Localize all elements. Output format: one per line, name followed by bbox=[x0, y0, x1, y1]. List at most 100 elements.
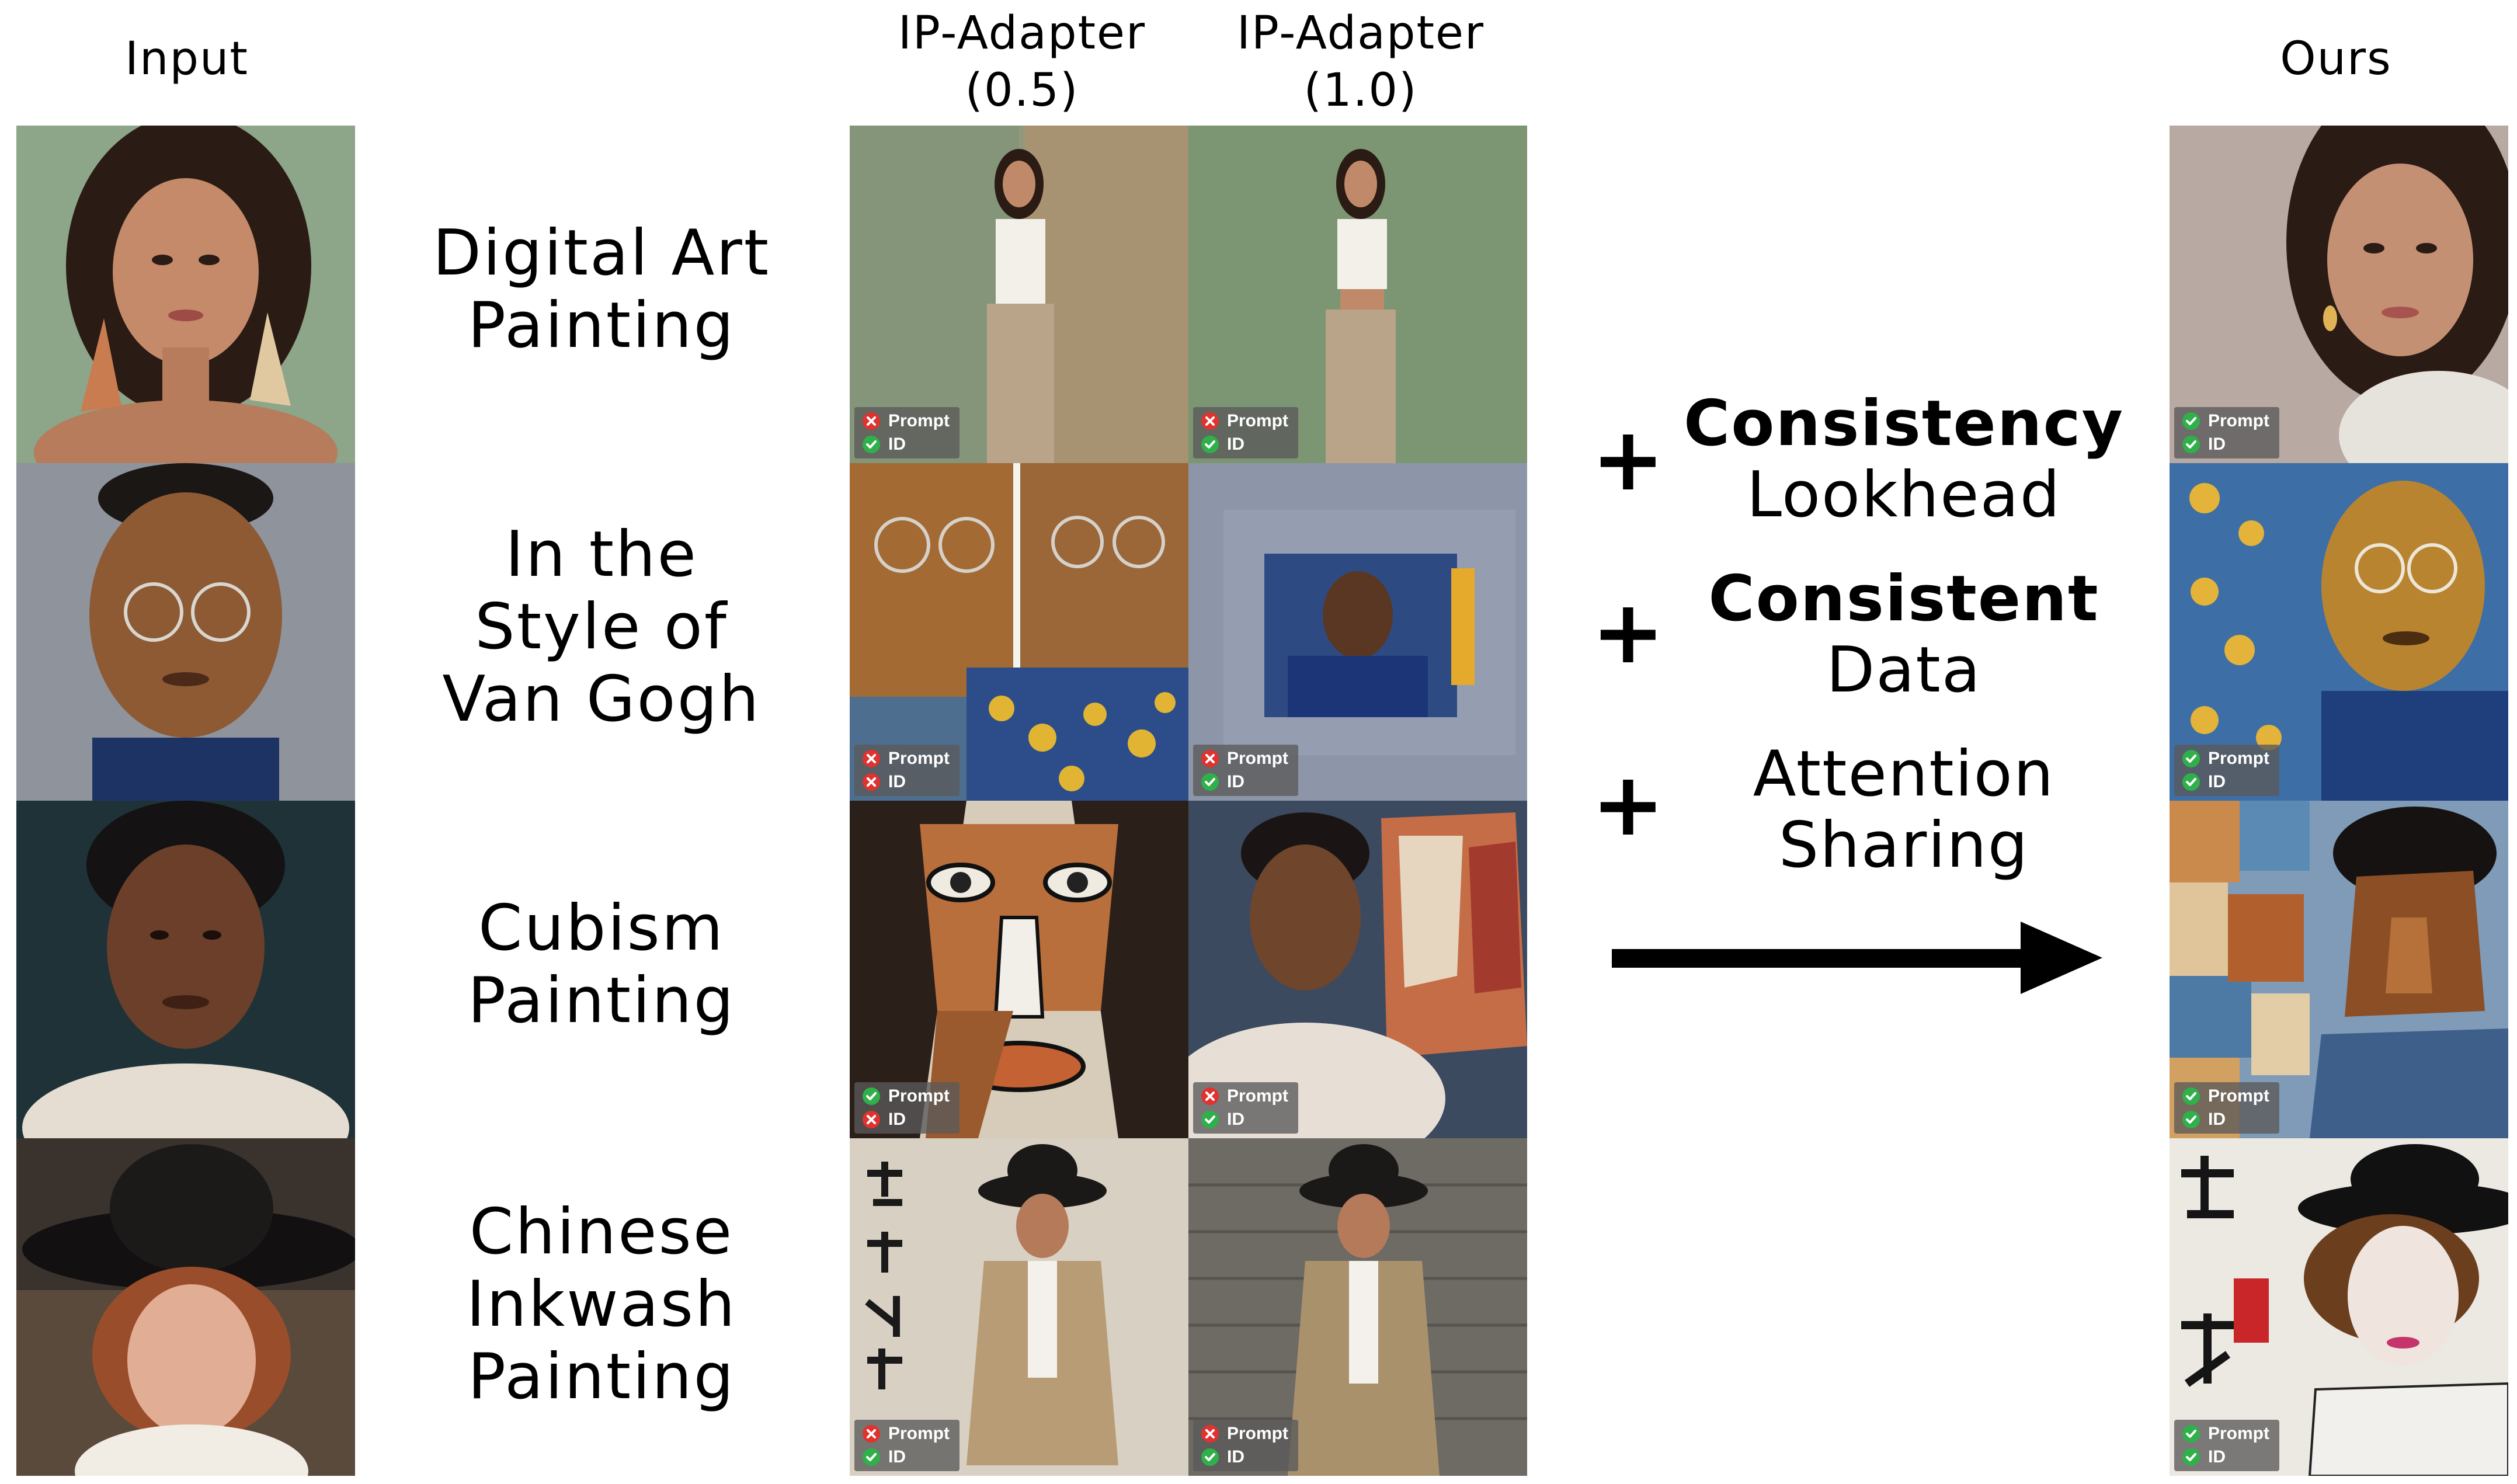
prompt-line: Van Gogh bbox=[442, 663, 761, 736]
prompt-line: Inkwash bbox=[466, 1268, 737, 1341]
badge-id-label: ID bbox=[888, 1447, 906, 1466]
prompt-label-row4: Chinese Inkwash Painting bbox=[374, 1196, 829, 1413]
ip10-image-row3 bbox=[1188, 801, 1527, 1138]
badge-prompt-label: Prompt bbox=[2208, 749, 2269, 768]
check-icon bbox=[1201, 436, 1219, 453]
header-input: Input bbox=[125, 33, 249, 85]
badge-id: ID bbox=[1201, 770, 1244, 794]
badge-id-label: ID bbox=[2208, 1110, 2226, 1129]
badge-id-label: ID bbox=[1227, 435, 1244, 454]
badge-prompt-label: Prompt bbox=[1227, 411, 1288, 430]
header-ip-adapter-05: IP-Adapter (0.5) bbox=[841, 5, 1203, 119]
header-ours: Ours bbox=[2280, 33, 2392, 85]
ip05-image-row3 bbox=[850, 801, 1188, 1138]
header-ip-adapter-10: IP-Adapter (1.0) bbox=[1180, 5, 1542, 119]
badge-prompt: Prompt bbox=[1201, 747, 1288, 770]
badge-prompt: Prompt bbox=[2182, 1085, 2269, 1108]
check-icon bbox=[2182, 436, 2200, 453]
method-item-bold: Consistent bbox=[1708, 562, 2099, 635]
badge-id: ID bbox=[2182, 1108, 2226, 1131]
badge-prompt-label: Prompt bbox=[1227, 1086, 1288, 1106]
badge-id: ID bbox=[2182, 1445, 2226, 1469]
check-icon bbox=[863, 436, 880, 453]
cross-icon bbox=[1201, 1425, 1219, 1443]
badge-prompt: Prompt bbox=[863, 1422, 950, 1445]
prompt-line: Painting bbox=[467, 964, 736, 1037]
badge-prompt-label: Prompt bbox=[1227, 1424, 1288, 1443]
badge-prompt-label: Prompt bbox=[888, 749, 950, 768]
badge-id-label: ID bbox=[888, 435, 906, 454]
method-consistency-lookahead: Consistency Lookhead bbox=[1682, 388, 2126, 531]
check-icon bbox=[2182, 750, 2200, 767]
ip10-image-row2 bbox=[1188, 463, 1527, 801]
method-item-normal: Data bbox=[1826, 634, 1981, 707]
ours-image-row3 bbox=[2170, 801, 2508, 1138]
input-image-man-glasses bbox=[16, 463, 355, 801]
input-image-man-curly bbox=[16, 801, 355, 1138]
prompt-line: Painting bbox=[467, 289, 736, 362]
right-arrow bbox=[1612, 922, 2102, 994]
plus-sign-3: + bbox=[1591, 754, 1665, 856]
ip05-image-row2 bbox=[850, 463, 1188, 801]
prompt-line: In the bbox=[505, 518, 698, 591]
badge-prompt-label: Prompt bbox=[2208, 1424, 2269, 1443]
badge-id: ID bbox=[2182, 433, 2226, 456]
cross-icon bbox=[863, 750, 880, 767]
badge-prompt-label: Prompt bbox=[888, 411, 950, 430]
badge-id: ID bbox=[1201, 1108, 1244, 1131]
cross-icon bbox=[863, 412, 880, 430]
check-icon bbox=[2182, 773, 2200, 791]
cross-icon bbox=[1201, 1087, 1219, 1105]
badge-prompt-label: Prompt bbox=[1227, 749, 1288, 768]
badge-id-label: ID bbox=[1227, 772, 1244, 791]
badge-id: ID bbox=[863, 770, 906, 794]
badge-prompt-label: Prompt bbox=[888, 1086, 950, 1106]
badge-prompt: Prompt bbox=[863, 409, 950, 433]
badge-id-label: ID bbox=[2208, 1447, 2226, 1466]
badge-id: ID bbox=[2182, 770, 2226, 794]
check-icon bbox=[863, 1448, 880, 1466]
header-ip-adapter-10-line2: (1.0) bbox=[1303, 64, 1418, 117]
badge-id-label: ID bbox=[888, 772, 906, 791]
check-icon bbox=[1201, 1448, 1219, 1466]
check-icon bbox=[2182, 1111, 2200, 1128]
check-icon bbox=[2182, 1425, 2200, 1443]
badge-prompt-label: Prompt bbox=[2208, 1086, 2269, 1106]
prompt-line: Chinese bbox=[469, 1195, 734, 1268]
badge-prompt: Prompt bbox=[863, 747, 950, 770]
check-icon bbox=[1201, 1111, 1219, 1128]
badge-prompt: Prompt bbox=[2182, 747, 2269, 770]
plus-sign-1: + bbox=[1591, 409, 1665, 510]
prompt-line: Digital Art bbox=[432, 217, 771, 290]
badge-id: ID bbox=[863, 1445, 906, 1469]
check-icon bbox=[2182, 1087, 2200, 1105]
ip05-image-row4 bbox=[850, 1138, 1188, 1476]
prompt-line: Painting bbox=[467, 1340, 736, 1413]
badge-prompt: Prompt bbox=[1201, 1085, 1288, 1108]
badge-id: ID bbox=[1201, 1445, 1244, 1469]
badge-id-label: ID bbox=[888, 1110, 906, 1129]
badge-prompt: Prompt bbox=[2182, 409, 2269, 433]
cross-icon bbox=[863, 1111, 880, 1128]
badge-prompt: Prompt bbox=[2182, 1422, 2269, 1445]
badge-prompt: Prompt bbox=[863, 1085, 950, 1108]
header-ip-adapter-05-line1: IP-Adapter bbox=[898, 7, 1146, 60]
prompt-label-row2: In the Style of Van Gogh bbox=[374, 519, 829, 736]
badge-id: ID bbox=[1201, 433, 1244, 456]
check-icon bbox=[2182, 412, 2200, 430]
ours-image-row1 bbox=[2170, 126, 2508, 463]
prompt-line: Style of bbox=[475, 590, 728, 663]
header-ip-adapter-10-line1: IP-Adapter bbox=[1236, 7, 1485, 60]
ours-image-row4 bbox=[2170, 1138, 2508, 1476]
cross-icon bbox=[1201, 412, 1219, 430]
badge-id: ID bbox=[863, 433, 906, 456]
